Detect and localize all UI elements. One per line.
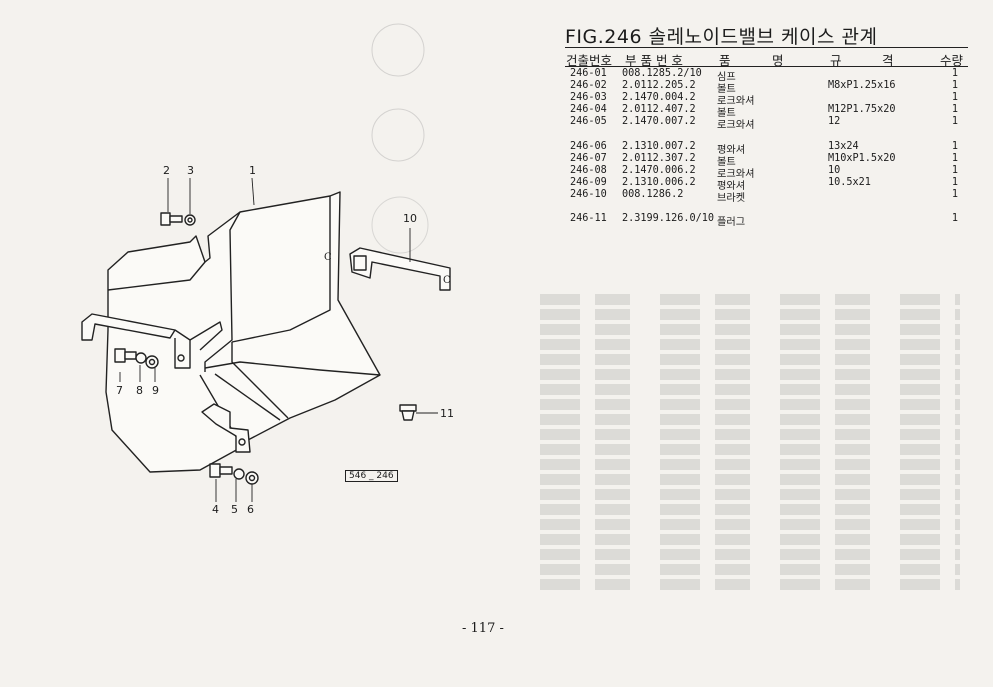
header-spec-2: 격 [882, 53, 894, 68]
callout-2: 2 [163, 164, 170, 177]
row-name: 심프 [717, 72, 736, 83]
callout-1: 1 [249, 164, 256, 177]
row-name: 볼트 [717, 157, 736, 168]
parts-row: 246-04 2.0112.407.2 볼트 M12P1.75x20 1 [565, 104, 968, 119]
callout-6: 6 [247, 503, 254, 516]
row-item-no: 246-06 [570, 141, 607, 152]
row-name: 볼트 [717, 84, 736, 95]
row-spec: 10 [828, 165, 841, 176]
row-qty: 1 [951, 165, 958, 176]
header-item-no: 건출번호 [566, 53, 613, 68]
row-name: 평와셔 [717, 145, 746, 156]
plug-part-11 [399, 404, 417, 421]
callout-9: 9 [152, 384, 159, 397]
row-item-no: 246-11 [570, 213, 607, 224]
lower-tab [201, 403, 251, 453]
row-spec: 12 [828, 116, 841, 127]
callout-3: 3 [187, 164, 194, 177]
row-item-no: 246-04 [570, 104, 607, 115]
svg-text:C: C [443, 275, 451, 286]
row-qty: 1 [951, 92, 958, 103]
row-qty: 1 [951, 213, 958, 224]
row-item-no: 246-08 [570, 165, 607, 176]
row-name: 볼트 [717, 108, 736, 119]
row-item-no: 246-09 [570, 177, 607, 188]
page-number: - 117 - [462, 621, 504, 636]
row-qty: 1 [951, 141, 958, 152]
bolt-washer-2-3 [160, 212, 196, 226]
show-through-text [540, 290, 960, 630]
row-part-no: 2.1470.006.2 [622, 165, 696, 176]
parts-row: 246-09 2.1310.006.2 평와셔 10.5x21 1 [565, 177, 968, 192]
row-qty: 1 [951, 80, 958, 91]
figure-title: FIG.246 솔레노이드밸브 케이스 관계 [565, 26, 878, 48]
row-item-no: 246-03 [570, 92, 607, 103]
callout-8: 8 [136, 384, 143, 397]
solenoid-valve-case [105, 191, 381, 473]
row-spec: M12P1.75x20 [828, 104, 896, 115]
row-part-no: 2.1310.006.2 [622, 177, 696, 188]
row-spec: 10.5x21 [828, 177, 871, 188]
row-part-no: 2.3199.126.0/10 [622, 213, 715, 224]
row-name: 브라켓 [717, 193, 746, 204]
title-rule [565, 47, 968, 48]
header-qty: 수량 [940, 53, 964, 68]
bolt-washers-7-8-9 [114, 348, 159, 369]
bracket-part-10: C C [324, 247, 451, 291]
row-spec: M8xP1.25x16 [828, 80, 896, 91]
bolt-washers-4-5-6 [209, 463, 259, 485]
row-qty: 1 [951, 104, 958, 115]
header-spec-1: 규 [830, 53, 842, 68]
row-qty: 1 [951, 153, 958, 164]
callout-4: 4 [212, 503, 219, 516]
drawing-reference-label: 546 _ 246 [345, 470, 398, 482]
row-part-no: 2.0112.205.2 [622, 80, 696, 91]
header-rule [565, 66, 968, 67]
row-name: 로크와셔 [717, 96, 755, 107]
svg-text:C: C [324, 252, 332, 263]
row-item-no: 246-01 [570, 68, 607, 79]
parts-row: 246-08 2.1470.006.2 로크와셔 10 1 [565, 165, 968, 180]
row-item-no: 246-05 [570, 116, 607, 127]
left-bracket [81, 313, 223, 369]
row-part-no: 2.1470.004.2 [622, 92, 696, 103]
header-part-no: 부 품 번 호 [625, 53, 683, 68]
parts-row: 246-11 2.3199.126.0/10 플러그 1 [565, 213, 968, 228]
row-part-no: 2.0112.307.2 [622, 153, 696, 164]
callout-5: 5 [231, 503, 238, 516]
row-part-no: 008.1286.2 [622, 189, 684, 200]
row-part-no: 2.1310.007.2 [622, 141, 696, 152]
row-qty: 1 [951, 189, 958, 200]
parts-row: 246-10 008.1286.2 브라켓 1 [565, 189, 968, 204]
parts-row: 246-03 2.1470.004.2 로크와셔 1 [565, 92, 968, 107]
row-item-no: 246-02 [570, 80, 607, 91]
row-item-no: 246-10 [570, 189, 607, 200]
parts-row: 246-07 2.0112.307.2 볼트 M10xP1.5x20 1 [565, 153, 968, 168]
row-part-no: 2.0112.407.2 [622, 104, 696, 115]
row-part-no: 2.1470.007.2 [622, 116, 696, 127]
row-part-no: 008.1285.2/10 [622, 68, 702, 79]
row-qty: 1 [951, 177, 958, 188]
row-name: 로크와셔 [717, 120, 755, 131]
row-qty: 1 [951, 116, 958, 127]
parts-row: 246-06 2.1310.007.2 평와셔 13x24 1 [565, 141, 968, 156]
row-name: 평와셔 [717, 181, 746, 192]
header-name-1: 품 [719, 53, 731, 68]
callout-10: 10 [403, 212, 417, 225]
row-spec: M10xP1.5x20 [828, 153, 896, 164]
leader-lines [119, 177, 438, 502]
callout-11: 11 [440, 407, 454, 420]
row-name: 플러그 [717, 217, 746, 228]
parts-row: 246-01 008.1285.2/10 심프 1 [565, 68, 968, 83]
row-name: 로크와셔 [717, 169, 755, 180]
header-name-2: 명 [772, 53, 784, 68]
row-qty: 1 [951, 68, 958, 79]
parts-row: 246-05 2.1470.007.2 로크와셔 12 1 [565, 116, 968, 131]
row-item-no: 246-07 [570, 153, 607, 164]
row-spec: 13x24 [828, 141, 859, 152]
callout-7: 7 [116, 384, 123, 397]
parts-row: 246-02 2.0112.205.2 볼트 M8xP1.25x16 1 [565, 80, 968, 95]
